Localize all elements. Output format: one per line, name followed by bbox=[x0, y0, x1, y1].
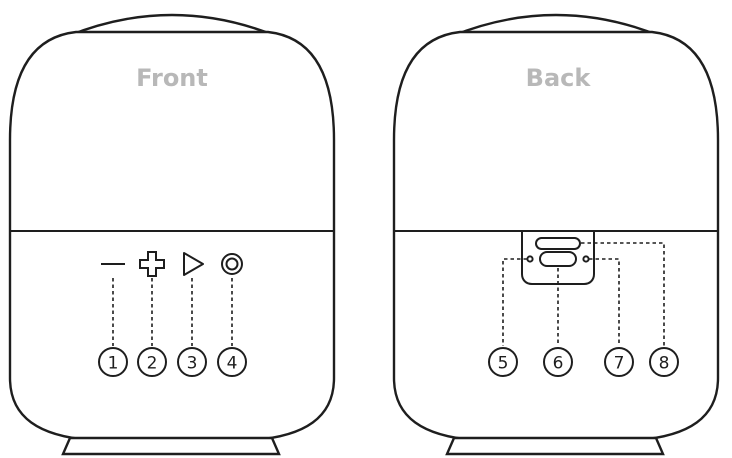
front-speaker-top-cap bbox=[67, 13, 277, 38]
aux-slot[interactable] bbox=[535, 237, 581, 250]
svg-text:2: 2 bbox=[147, 354, 158, 374]
callout-2: 2 bbox=[137, 347, 167, 377]
back-speaker-base bbox=[445, 436, 665, 456]
back-speaker-body bbox=[392, 30, 720, 442]
front-speaker: Front 1 2 bbox=[8, 13, 336, 456]
front-leader-lines bbox=[112, 278, 233, 346]
power-icon[interactable] bbox=[221, 253, 243, 275]
callout-8: 8 bbox=[649, 347, 679, 377]
svg-text:7: 7 bbox=[614, 354, 625, 374]
front-view-label: Front bbox=[136, 64, 208, 92]
callout-7: 7 bbox=[604, 347, 634, 377]
plus-icon[interactable] bbox=[139, 251, 165, 277]
callout-6: 6 bbox=[543, 347, 573, 377]
callout-3: 3 bbox=[177, 347, 207, 377]
svg-text:1: 1 bbox=[108, 354, 119, 374]
led-indicator-right bbox=[582, 255, 590, 263]
svg-text:4: 4 bbox=[227, 354, 238, 374]
callout-1: 1 bbox=[98, 347, 128, 377]
svg-text:5: 5 bbox=[498, 354, 509, 374]
svg-text:3: 3 bbox=[187, 354, 198, 374]
led-indicator-left bbox=[526, 255, 534, 263]
front-speaker-body bbox=[8, 30, 336, 442]
back-speaker-top-cap bbox=[451, 13, 661, 38]
back-leader-lines bbox=[502, 242, 665, 346]
svg-text:8: 8 bbox=[659, 354, 670, 374]
front-speaker-base bbox=[61, 436, 281, 456]
usb-c-port[interactable] bbox=[539, 251, 577, 267]
svg-text:6: 6 bbox=[553, 354, 564, 374]
callout-4: 4 bbox=[217, 347, 247, 377]
back-speaker: Back 5 6 bbox=[392, 13, 720, 456]
back-view-label: Back bbox=[526, 64, 592, 92]
play-icon[interactable] bbox=[183, 252, 204, 276]
callout-5: 5 bbox=[488, 347, 518, 377]
